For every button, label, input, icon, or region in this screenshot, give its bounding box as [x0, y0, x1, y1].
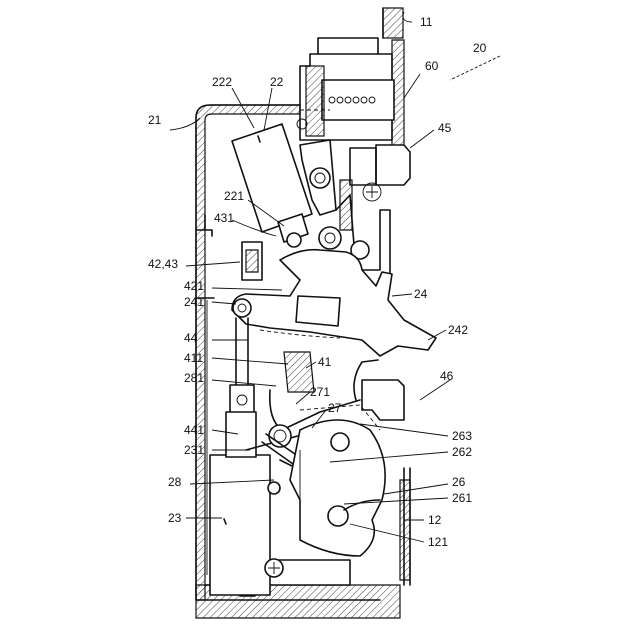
label-46: 46: [440, 369, 454, 383]
label-27: 27: [328, 401, 342, 415]
label-41: 41: [318, 355, 332, 369]
label-421: 421: [184, 279, 204, 293]
cam-26: [290, 405, 385, 556]
lever-42-43: [242, 242, 262, 280]
label-441: 441: [184, 423, 204, 437]
label-24: 24: [414, 287, 428, 301]
lock-cylinder-60: [300, 38, 394, 140]
label-23: 23: [168, 511, 182, 525]
label-21: 21: [148, 113, 162, 127]
label-12: 12: [428, 513, 442, 527]
label-271: 271: [310, 385, 330, 399]
latch-45: [350, 145, 410, 201]
label-26: 26: [452, 475, 466, 489]
solenoid-22: [232, 119, 336, 247]
label-28: 28: [168, 475, 182, 489]
label-281: 281: [184, 371, 204, 385]
label-411: 411: [184, 351, 203, 365]
label-22: 22: [270, 75, 284, 89]
label-20: 20: [473, 41, 487, 55]
rod-44: [230, 318, 254, 418]
door-frame-11: [383, 8, 403, 38]
label-11: 11: [420, 15, 433, 29]
latch-46: [354, 360, 404, 420]
label-431: 431: [214, 211, 234, 225]
label-261: 261: [452, 491, 472, 505]
label-263: 263: [452, 429, 472, 443]
label-42-43: 42,43: [148, 257, 178, 271]
label-241: 241: [184, 295, 204, 309]
label-242: 242: [448, 323, 468, 337]
label-121: 121: [428, 535, 448, 549]
label-221: 221: [224, 189, 244, 203]
label-60: 60: [425, 59, 439, 73]
label-44: 44: [184, 331, 198, 345]
label-222: 222: [212, 75, 232, 89]
label-231: 231: [184, 443, 204, 457]
label-45: 45: [438, 121, 452, 135]
label-262: 262: [452, 445, 472, 459]
